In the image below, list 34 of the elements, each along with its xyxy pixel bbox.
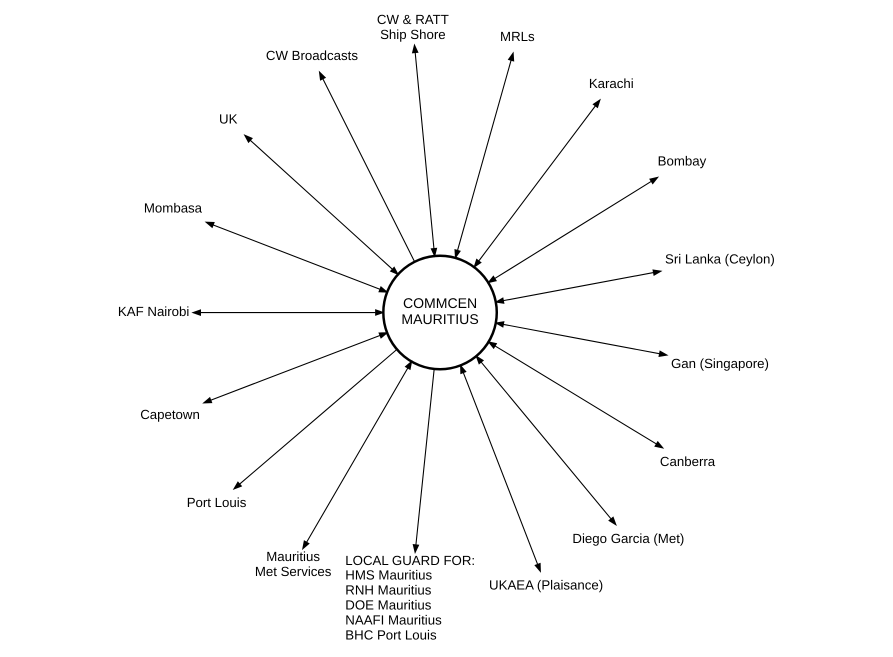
node-text: Gan (Singapore) xyxy=(670,356,769,372)
arrow xyxy=(494,321,669,357)
node-text: Mauritius Met Services xyxy=(254,549,332,580)
arrow xyxy=(454,51,514,260)
node-text: KAF Nairobi xyxy=(118,304,190,319)
node-text: UKAEA (Plaisance) xyxy=(489,577,604,592)
arrow xyxy=(318,70,416,262)
arrow xyxy=(487,176,660,284)
node-text: Port Louis xyxy=(186,495,246,510)
node-text: MRLs xyxy=(500,29,535,44)
arrow xyxy=(460,364,541,573)
node-text: Diego Garcia (Met) xyxy=(572,530,684,546)
node-text: Mombasa xyxy=(144,200,202,216)
node-text: UK xyxy=(219,111,238,126)
arrow xyxy=(473,98,601,268)
arrow xyxy=(202,332,389,404)
arrow xyxy=(412,369,435,554)
arrow xyxy=(412,43,438,258)
arrow xyxy=(191,309,385,316)
node-text: CW & RATT Ship Shore xyxy=(376,12,449,42)
arrow xyxy=(244,134,400,276)
node-text: Bombay xyxy=(658,153,706,168)
node-text: CW Broadcasts xyxy=(266,48,358,64)
node-text: Sri Lanka (Ceylon) xyxy=(665,251,775,266)
node-text: Capetown xyxy=(140,406,200,422)
node-text: Canberra xyxy=(660,454,716,470)
arrow xyxy=(487,341,664,449)
arrow xyxy=(232,348,398,490)
arrow xyxy=(204,222,388,293)
node-text: Karachi xyxy=(588,76,634,91)
node-text: LOCAL GUARD FOR: HMS Mauritius RNH Mauritius DOE Mauritius NAAFI Mauritius BHC Port Louis xyxy=(345,552,476,642)
arrow xyxy=(494,269,662,304)
arrow xyxy=(475,355,617,526)
arrow xyxy=(302,360,412,550)
